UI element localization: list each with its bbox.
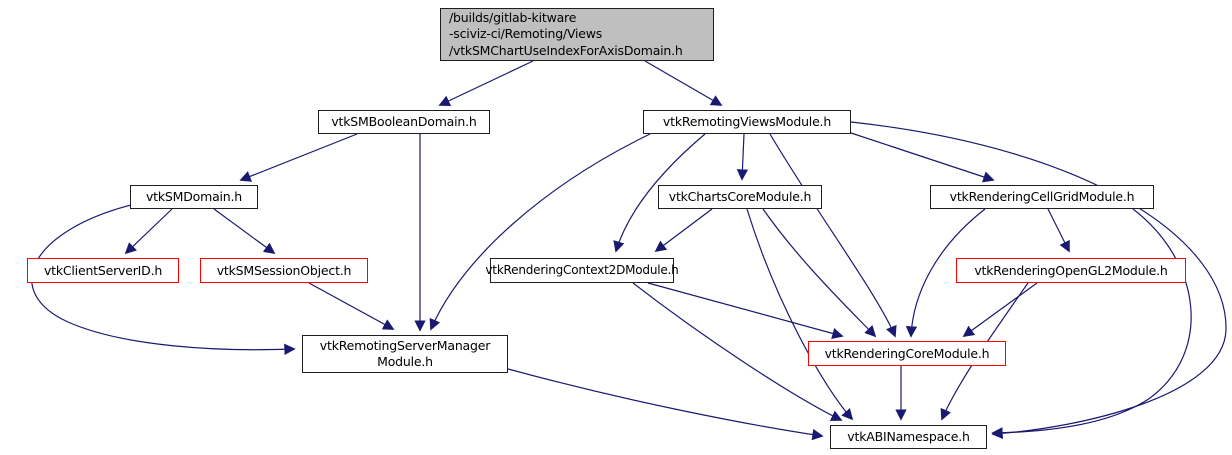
- edge-smdomain-to-smsessionobject: [213, 208, 276, 255]
- edge-smdomain-to-clientserverid: [124, 208, 173, 255]
- edge-chartscoremodule-to-renderingcoremodule: [762, 208, 877, 338]
- edge-remotingservermanagermodule-to-abinamespace: [507, 368, 824, 441]
- node-vtksmbooleandomain[interactable]: vtkSMBooleanDomain.h: [318, 110, 490, 134]
- edge-remotingviewsmodule-to-abinamespace: [850, 121, 1227, 440]
- node-vtksmdomain[interactable]: vtkSMDomain.h: [130, 185, 258, 209]
- node-vtkrenderingopengl2module[interactable]: vtkRenderingOpenGL2Module.h: [956, 258, 1186, 283]
- edge-smbooleandomain-to-smdomain: [239, 133, 358, 182]
- edge-remotingviewsmodule-to-renderingcontext2dmodule: [613, 133, 706, 253]
- edge-renderingcontext2dmodule-to-renderingcoremodule: [647, 282, 844, 339]
- node-main-file: /builds/gitlab-kitware -sciviz-ci/Remoti…: [440, 8, 714, 61]
- edge-chartscoremodule-to-abinamespace: [746, 208, 854, 421]
- edge-remotingviewsmodule-to-renderingcellgridmodule: [844, 130, 995, 183]
- node-vtkrenderingcoremodule[interactable]: vtkRenderingCoreModule.h: [808, 341, 1006, 366]
- edge-renderingcellgridmodule-to-renderingcoremodule: [905, 208, 986, 338]
- node-vtkclientserverid[interactable]: vtkClientServerID.h: [27, 258, 179, 283]
- edge-renderingopengl2module-to-renderingcoremodule: [962, 282, 1038, 338]
- edge-main-to-remotingviewsmodule: [644, 60, 723, 106]
- edge-remotingviewsmodule-to-chartscoremodule: [736, 133, 749, 181]
- node-vtkrenderingcontext2dmodule[interactable]: vtkRenderingContext2DModule.h: [485, 258, 679, 283]
- edge-remotingviewsmodule-to-renderingcoremodule: [769, 133, 897, 338]
- node-vtkremotingviewsmodule[interactable]: vtkRemotingViewsModule.h: [643, 110, 851, 134]
- edge-renderingcellgridmodule-to-abinamespace: [991, 208, 1192, 439]
- node-vtkabinamespace[interactable]: vtkABINamespace.h: [830, 425, 987, 449]
- node-vtkrenderingcellgridmodule[interactable]: vtkRenderingCellGridModule.h: [930, 185, 1154, 209]
- node-vtkremotingservermanagermodule[interactable]: vtkRemotingServerManager Module.h: [302, 335, 508, 373]
- node-vtksmsessionobject[interactable]: vtkSMSessionObject.h: [200, 258, 368, 283]
- edge-smdomain-to-remotingservermanagermodule: [31, 204, 296, 356]
- edge-renderingcontext2dmodule-to-abinamespace: [632, 282, 843, 421]
- edge-smsessionobject-to-remotingservermanagermodule: [308, 282, 395, 330]
- edge-chartscoremodule-to-renderingcontext2dmodule: [654, 208, 713, 253]
- edge-remotingviewsmodule-to-remotingservermanagermodule: [429, 133, 651, 331]
- edge-main-to-smbooleandomain: [438, 60, 534, 107]
- edge-renderingcellgridmodule-to-renderingopengl2module: [1047, 208, 1070, 253]
- node-vtkchartscoremodule[interactable]: vtkChartsCoreModule.h: [658, 185, 822, 209]
